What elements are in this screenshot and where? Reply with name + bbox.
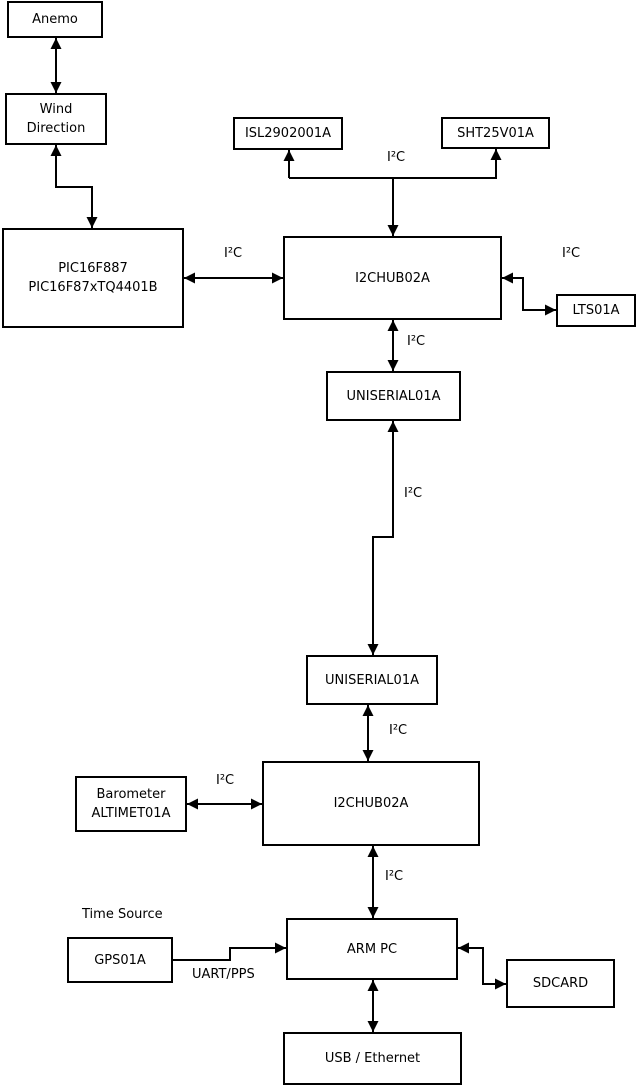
- label-i2c-uniserial1-uniserial2: I²C: [404, 486, 423, 501]
- box-uniserial01a-2: UNISERIAL01A: [306, 655, 438, 705]
- box-pic16f887-label-line2: PIC16F87xTQ4401B: [28, 280, 158, 295]
- box-i2chub02a-1-label: I2CHUB02A: [355, 270, 430, 286]
- label-i2c-barometer-hub2: I²C: [216, 773, 235, 788]
- connector-winddirection-pic: [50, 145, 98, 228]
- box-barometer-label-line2: ALTIMET01A: [91, 806, 171, 821]
- box-lts01a-label: LTS01A: [572, 303, 620, 318]
- box-barometer-altimet01a: Barometer ALTIMET01A: [75, 776, 187, 832]
- label-i2c-pic-hub1: I²C: [224, 246, 243, 261]
- box-wind-direction-label-line1: Wind: [39, 102, 73, 117]
- box-isl2902001a: ISL2902001A: [233, 117, 343, 150]
- box-i2chub02a-2: I2CHUB02A: [262, 761, 480, 846]
- box-sht25v01a: SHT25V01A: [441, 117, 550, 149]
- box-arm-pc: ARM PC: [286, 918, 458, 980]
- box-pic16f887-label-line1: PIC16F887: [58, 261, 128, 276]
- box-wind-direction: Wind Direction: [5, 93, 107, 145]
- label-i2c-hub1-uniserial1: I²C: [407, 334, 426, 349]
- box-i2chub02a-2-label: I2CHUB02A: [333, 796, 409, 811]
- box-sdcard: SDCARD: [506, 959, 615, 1008]
- box-pic16f887: PIC16F887 PIC16F87xTQ4401B: [2, 228, 184, 328]
- box-isl2902001a-label: ISL2902001A: [244, 126, 332, 141]
- box-sdcard-label: SDCARD: [532, 976, 589, 991]
- connector-gps-armpc: [173, 942, 286, 961]
- box-arm-pc-label: ARM PC: [346, 941, 398, 957]
- box-uniserial01a-1: UNISERIAL01A: [326, 371, 461, 421]
- box-wind-direction-label-line2: Direction: [26, 121, 86, 136]
- connector-hub1-lts: [502, 272, 556, 316]
- box-anemo-label: Anemo: [32, 12, 78, 27]
- box-gps01a: GPS01A: [67, 937, 173, 983]
- box-sht25v01a-label: SHT25V01A: [457, 125, 534, 141]
- box-uniserial01a-2-label: UNISERIAL01A: [325, 672, 419, 688]
- box-lts01a: LTS01A: [556, 294, 636, 327]
- box-i2chub02a-1: I2CHUB02A: [283, 236, 502, 320]
- box-usb-ethernet-label: USB / Ethernet: [324, 1051, 421, 1066]
- connector-uniserial1-uniserial2: [367, 421, 399, 655]
- label-i2c-hub1-sensors: I²C: [387, 150, 406, 165]
- label-i2c-hub1-lts: I²C: [562, 246, 581, 261]
- connector-armpc-sdcard: [458, 942, 506, 990]
- label-time-source: Time Source: [82, 907, 163, 922]
- connector-hub1-sht: [289, 149, 502, 179]
- label-uart-pps: UART/PPS: [192, 967, 255, 982]
- label-i2c-hub2-armpc: I²C: [385, 869, 404, 884]
- box-usb-ethernet: USB / Ethernet: [283, 1032, 462, 1085]
- box-anemo: Anemo: [7, 1, 103, 38]
- box-uniserial01a-1-label: UNISERIAL01A: [346, 388, 441, 404]
- box-barometer-label-line1: Barometer: [96, 787, 166, 802]
- label-i2c-uniserial2-hub2: I²C: [389, 723, 408, 738]
- box-gps01a-label: GPS01A: [94, 952, 146, 968]
